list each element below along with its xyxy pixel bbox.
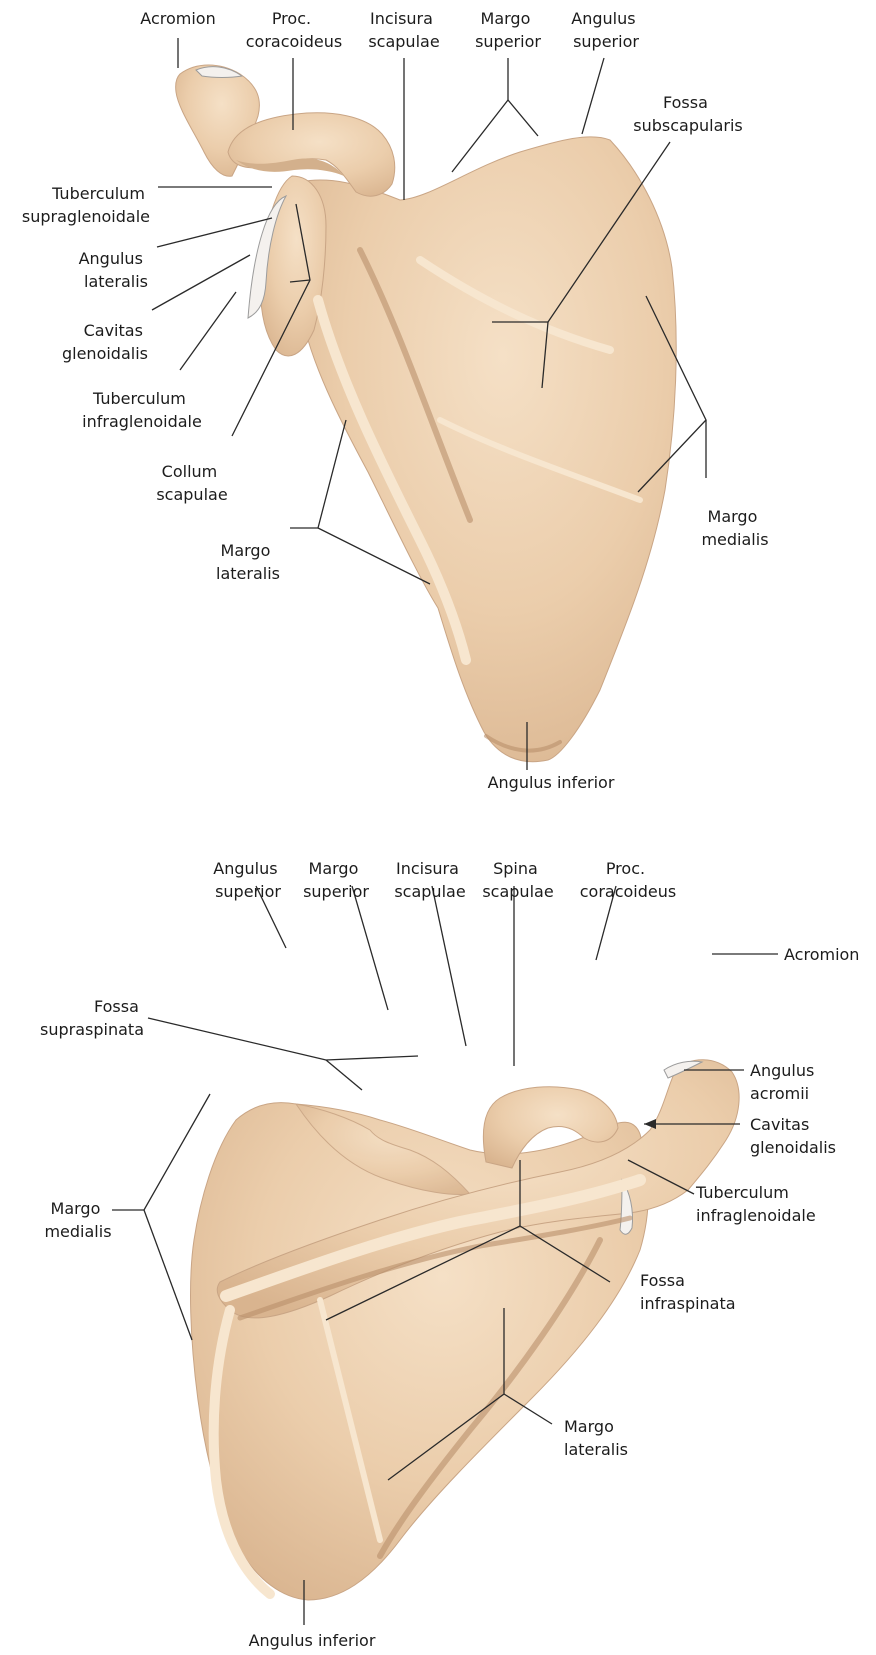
label-incisura-scapulae-top: Incisura scapulae	[368, 9, 439, 51]
label-angulus-inferior-bottom: Angulus inferior	[249, 1631, 376, 1650]
label-fossa-subscapularis: Fossa subscapularis	[633, 93, 742, 135]
label-spina-scapulae: Spina scapulae	[482, 859, 553, 901]
acromion-facet-anterior	[196, 67, 242, 78]
label-proc-coracoideus-bottom: Proc. coracoideus	[580, 859, 676, 901]
label-acromion-top: Acromion	[140, 9, 215, 28]
label-tuberculum-infraglenoidale-bottom: Tuberculum infraglenoidale	[695, 1183, 816, 1225]
label-margo-lateralis-top: Margo lateralis	[216, 541, 280, 583]
label-angulus-superior-bottom: Angulus superior	[213, 859, 282, 901]
scapula-posterior-figure	[191, 1060, 740, 1600]
label-margo-lateralis-bottom: Margo lateralis	[564, 1417, 628, 1459]
label-fossa-supraspinata: Fossa supraspinata	[40, 997, 144, 1039]
label-cavitas-glenoidalis-bottom: Cavitas glenoidalis	[750, 1115, 836, 1157]
label-angulus-inferior-top: Angulus inferior	[488, 773, 615, 792]
label-tuberculum-supraglenoidale: Tuberculum supraglenoidale	[22, 184, 150, 226]
scapula-anterior-body	[291, 137, 676, 762]
label-fossa-infraspinata: Fossa infraspinata	[640, 1271, 736, 1313]
label-collum-scapulae: Collum scapulae	[156, 462, 227, 504]
label-cavitas-glenoidalis-top: Cavitas glenoidalis	[62, 321, 148, 363]
label-margo-superior-bottom: Margo superior	[303, 859, 369, 901]
label-incisura-scapulae-bottom: Incisura scapulae	[394, 859, 465, 901]
label-tuberculum-infraglenoidale-top: Tuberculum infraglenoidale	[82, 389, 202, 431]
label-angulus-lateralis: Angulus lateralis	[79, 249, 148, 291]
label-acromion-bottom: Acromion	[784, 945, 859, 964]
label-angulus-superior-top: Angulus superior	[571, 9, 640, 51]
label-margo-superior-top: Margo superior	[475, 9, 541, 51]
label-angulus-acromii: Angulus acromii	[750, 1061, 819, 1103]
label-margo-medialis-top: Margo medialis	[701, 507, 768, 549]
label-proc-coracoideus-top: Proc. coracoideus	[246, 9, 342, 51]
label-margo-medialis-bottom: Margo medialis	[44, 1199, 111, 1241]
scapula-anterior-figure	[176, 65, 677, 762]
